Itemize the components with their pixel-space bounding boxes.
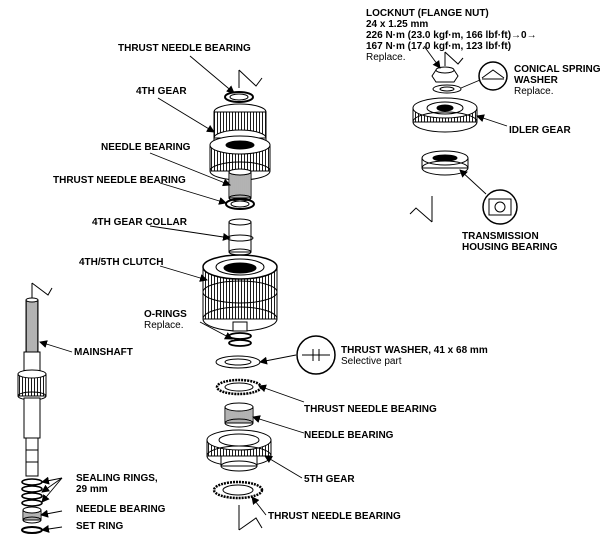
locknut-note: Replace.: [366, 52, 406, 63]
fifth-gear: [206, 429, 272, 472]
label-needle-bearing-upper: NEEDLE BEARING: [101, 142, 191, 153]
trans-bearing-title-1: TRANSMISSION: [462, 231, 539, 242]
conical-washer-note: Replace.: [514, 86, 554, 97]
bearing-callout-circle: [482, 189, 518, 225]
locknut-torque-1: 226 N·m (23.0 kgf·m, 166 lbf·ft)→0→: [366, 30, 537, 41]
conical-washer-title-2: WASHER: [514, 75, 558, 86]
conical-washer-title-1: CONICAL SPRING: [514, 64, 601, 75]
needle-bearing-mid: [224, 402, 254, 428]
label-needle-bearing-low: NEEDLE BEARING: [76, 504, 166, 515]
conical-spring-washer: [432, 84, 462, 94]
label-thrust-needle-bearing-top: THRUST NEEDLE BEARING: [118, 43, 251, 54]
bearing-axis-break: [409, 196, 433, 223]
axis-break-bottom: [238, 505, 263, 531]
thrust-needle-bearing-upper: [225, 198, 255, 210]
locknut: [431, 66, 459, 83]
clutch-4th-5th: [202, 254, 278, 332]
conical-washer-leader: [460, 79, 481, 89]
label-fourth-gear-collar: 4TH GEAR COLLAR: [92, 217, 187, 228]
label-thrust-needle-bearing-bottom: THRUST NEEDLE BEARING: [268, 511, 401, 522]
needle-bearing-upper: [228, 168, 252, 202]
label-sealing-rings: SEALING RINGS, 29 mm: [76, 473, 158, 495]
locknut-title: LOCKNUT (FLANGE NUT): [366, 8, 489, 19]
label-clutch-4th-5th: 4TH/5TH CLUTCH: [79, 257, 164, 268]
locknut-thread: 24 x 1.25 mm: [366, 19, 429, 30]
o-rings-title: O-RINGS: [144, 309, 187, 320]
fourth-gear-collar: [226, 218, 254, 256]
label-conical-spring-washer: CONICAL SPRING WASHER Replace.: [514, 64, 601, 97]
axis-break-top: [238, 69, 263, 88]
o-rings-note: Replace.: [144, 320, 184, 331]
fourth-gear: [209, 103, 271, 181]
thrust-needle-bearing-mid: [215, 378, 263, 396]
trans-bearing-title-2: HOUSING BEARING: [462, 242, 558, 253]
conical-washer-callout-circle: [478, 61, 508, 91]
label-set-ring: SET RING: [76, 521, 124, 532]
thrust-needle-bearing-top: [224, 91, 254, 103]
leader-lines: [39, 45, 508, 533]
thrust-needle-bearing-bottom: [212, 480, 264, 500]
label-idler-gear: IDLER GEAR: [509, 125, 571, 136]
sealing-rings-title: SEALING RINGS,: [76, 473, 158, 484]
label-transmission-housing-bearing: TRANSMISSION HOUSING BEARING: [462, 231, 558, 253]
needle-bearing-low: [22, 506, 42, 524]
thrust-washer-note: Selective part: [341, 356, 402, 367]
sealing-rings: [21, 478, 43, 507]
mainshaft: [17, 282, 53, 477]
locknut-torque-2: 167 N·m (17.0 kgf·m, 123 lbf·ft): [366, 41, 512, 52]
label-fifth-gear: 5TH GEAR: [304, 474, 355, 485]
label-o-rings: O-RINGS Replace.: [144, 309, 187, 331]
transmission-housing-bearing: [421, 150, 469, 176]
label-locknut: LOCKNUT (FLANGE NUT) 24 x 1.25 mm 226 N·…: [366, 8, 537, 63]
label-thrust-needle-bearing-mid: THRUST NEEDLE BEARING: [304, 404, 437, 415]
label-needle-bearing-mid: NEEDLE BEARING: [304, 430, 394, 441]
thrust-washer: [215, 355, 261, 369]
idler-axis-break: [444, 51, 464, 66]
mainshaft-axis-break: [31, 282, 53, 300]
set-ring: [21, 526, 43, 534]
sealing-rings-size: 29 mm: [76, 484, 108, 495]
thrust-washer-callout-circle: [296, 335, 336, 375]
label-mainshaft: MAINSHAFT: [74, 347, 133, 358]
idler-gear: [412, 97, 478, 133]
thrust-washer-title: THRUST WASHER, 41 x 68 mm: [341, 345, 488, 356]
label-thrust-needle-bearing-upper: THRUST NEEDLE BEARING: [53, 175, 186, 186]
label-thrust-washer: THRUST WASHER, 41 x 68 mm Selective part: [341, 345, 488, 367]
label-fourth-gear: 4TH GEAR: [136, 86, 187, 97]
o-rings: [228, 321, 252, 347]
